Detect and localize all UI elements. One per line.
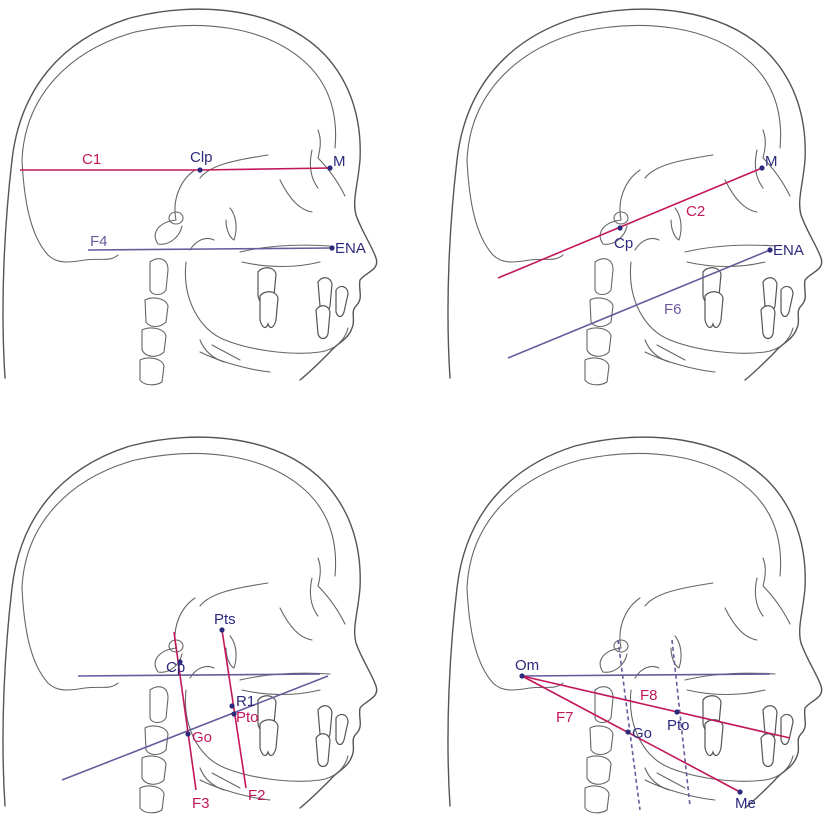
panel-bottom-right: Om F8 F7 Go Pto Me <box>448 437 822 813</box>
point-m <box>327 165 332 170</box>
point-om <box>519 673 524 678</box>
point-cp <box>617 225 622 230</box>
label-go-br: Go <box>632 725 652 742</box>
line-f3 <box>174 632 196 790</box>
panel-top-right: M C2 Cp ENA F6 <box>448 9 822 385</box>
point-ena-2 <box>767 247 772 252</box>
label-m-2: M <box>765 153 778 170</box>
point-pto-br <box>674 709 679 714</box>
line-f4 <box>88 248 332 250</box>
panel-top-left: C1 F4 Clp M ENA <box>3 9 377 385</box>
label-cp: Cp <box>614 235 633 252</box>
label-pto-br: Pto <box>667 717 690 734</box>
point-pts <box>219 627 224 632</box>
label-f2: F2 <box>248 787 266 804</box>
label-go: Go <box>192 729 212 746</box>
line-c2 <box>498 168 762 278</box>
label-f7: F7 <box>556 709 574 726</box>
panel-bottom-left: Pts Cp R1 Pto Go F3 F2 <box>3 437 377 813</box>
label-clp: Clp <box>190 149 213 166</box>
point-me <box>737 789 742 794</box>
label-f8: F8 <box>640 687 658 704</box>
label-c1: C1 <box>82 151 101 168</box>
label-cp-bl: Cp <box>166 659 185 676</box>
point-m-2 <box>759 165 764 170</box>
label-om: Om <box>515 657 539 674</box>
label-me: Me <box>735 795 756 812</box>
line-horizontal-bl <box>78 674 320 676</box>
label-ena: ENA <box>335 240 366 257</box>
label-pto: Pto <box>236 709 259 726</box>
label-r1: R1 <box>236 693 255 710</box>
point-ena <box>329 245 334 250</box>
label-m: M <box>333 153 346 170</box>
label-ena-2: ENA <box>773 242 804 259</box>
line-f6 <box>508 250 770 358</box>
label-f3: F3 <box>192 795 210 812</box>
point-go-br <box>625 729 630 734</box>
label-f6: F6 <box>664 301 682 318</box>
line-f8 <box>522 676 790 738</box>
point-clp <box>197 167 202 172</box>
label-f4: F4 <box>90 233 108 250</box>
line-oblique-bl <box>62 676 328 780</box>
label-c2: C2 <box>686 203 705 220</box>
label-pts: Pts <box>214 611 236 628</box>
point-go <box>185 731 190 736</box>
point-r1 <box>229 703 234 708</box>
line-horizontal-br <box>522 674 770 676</box>
